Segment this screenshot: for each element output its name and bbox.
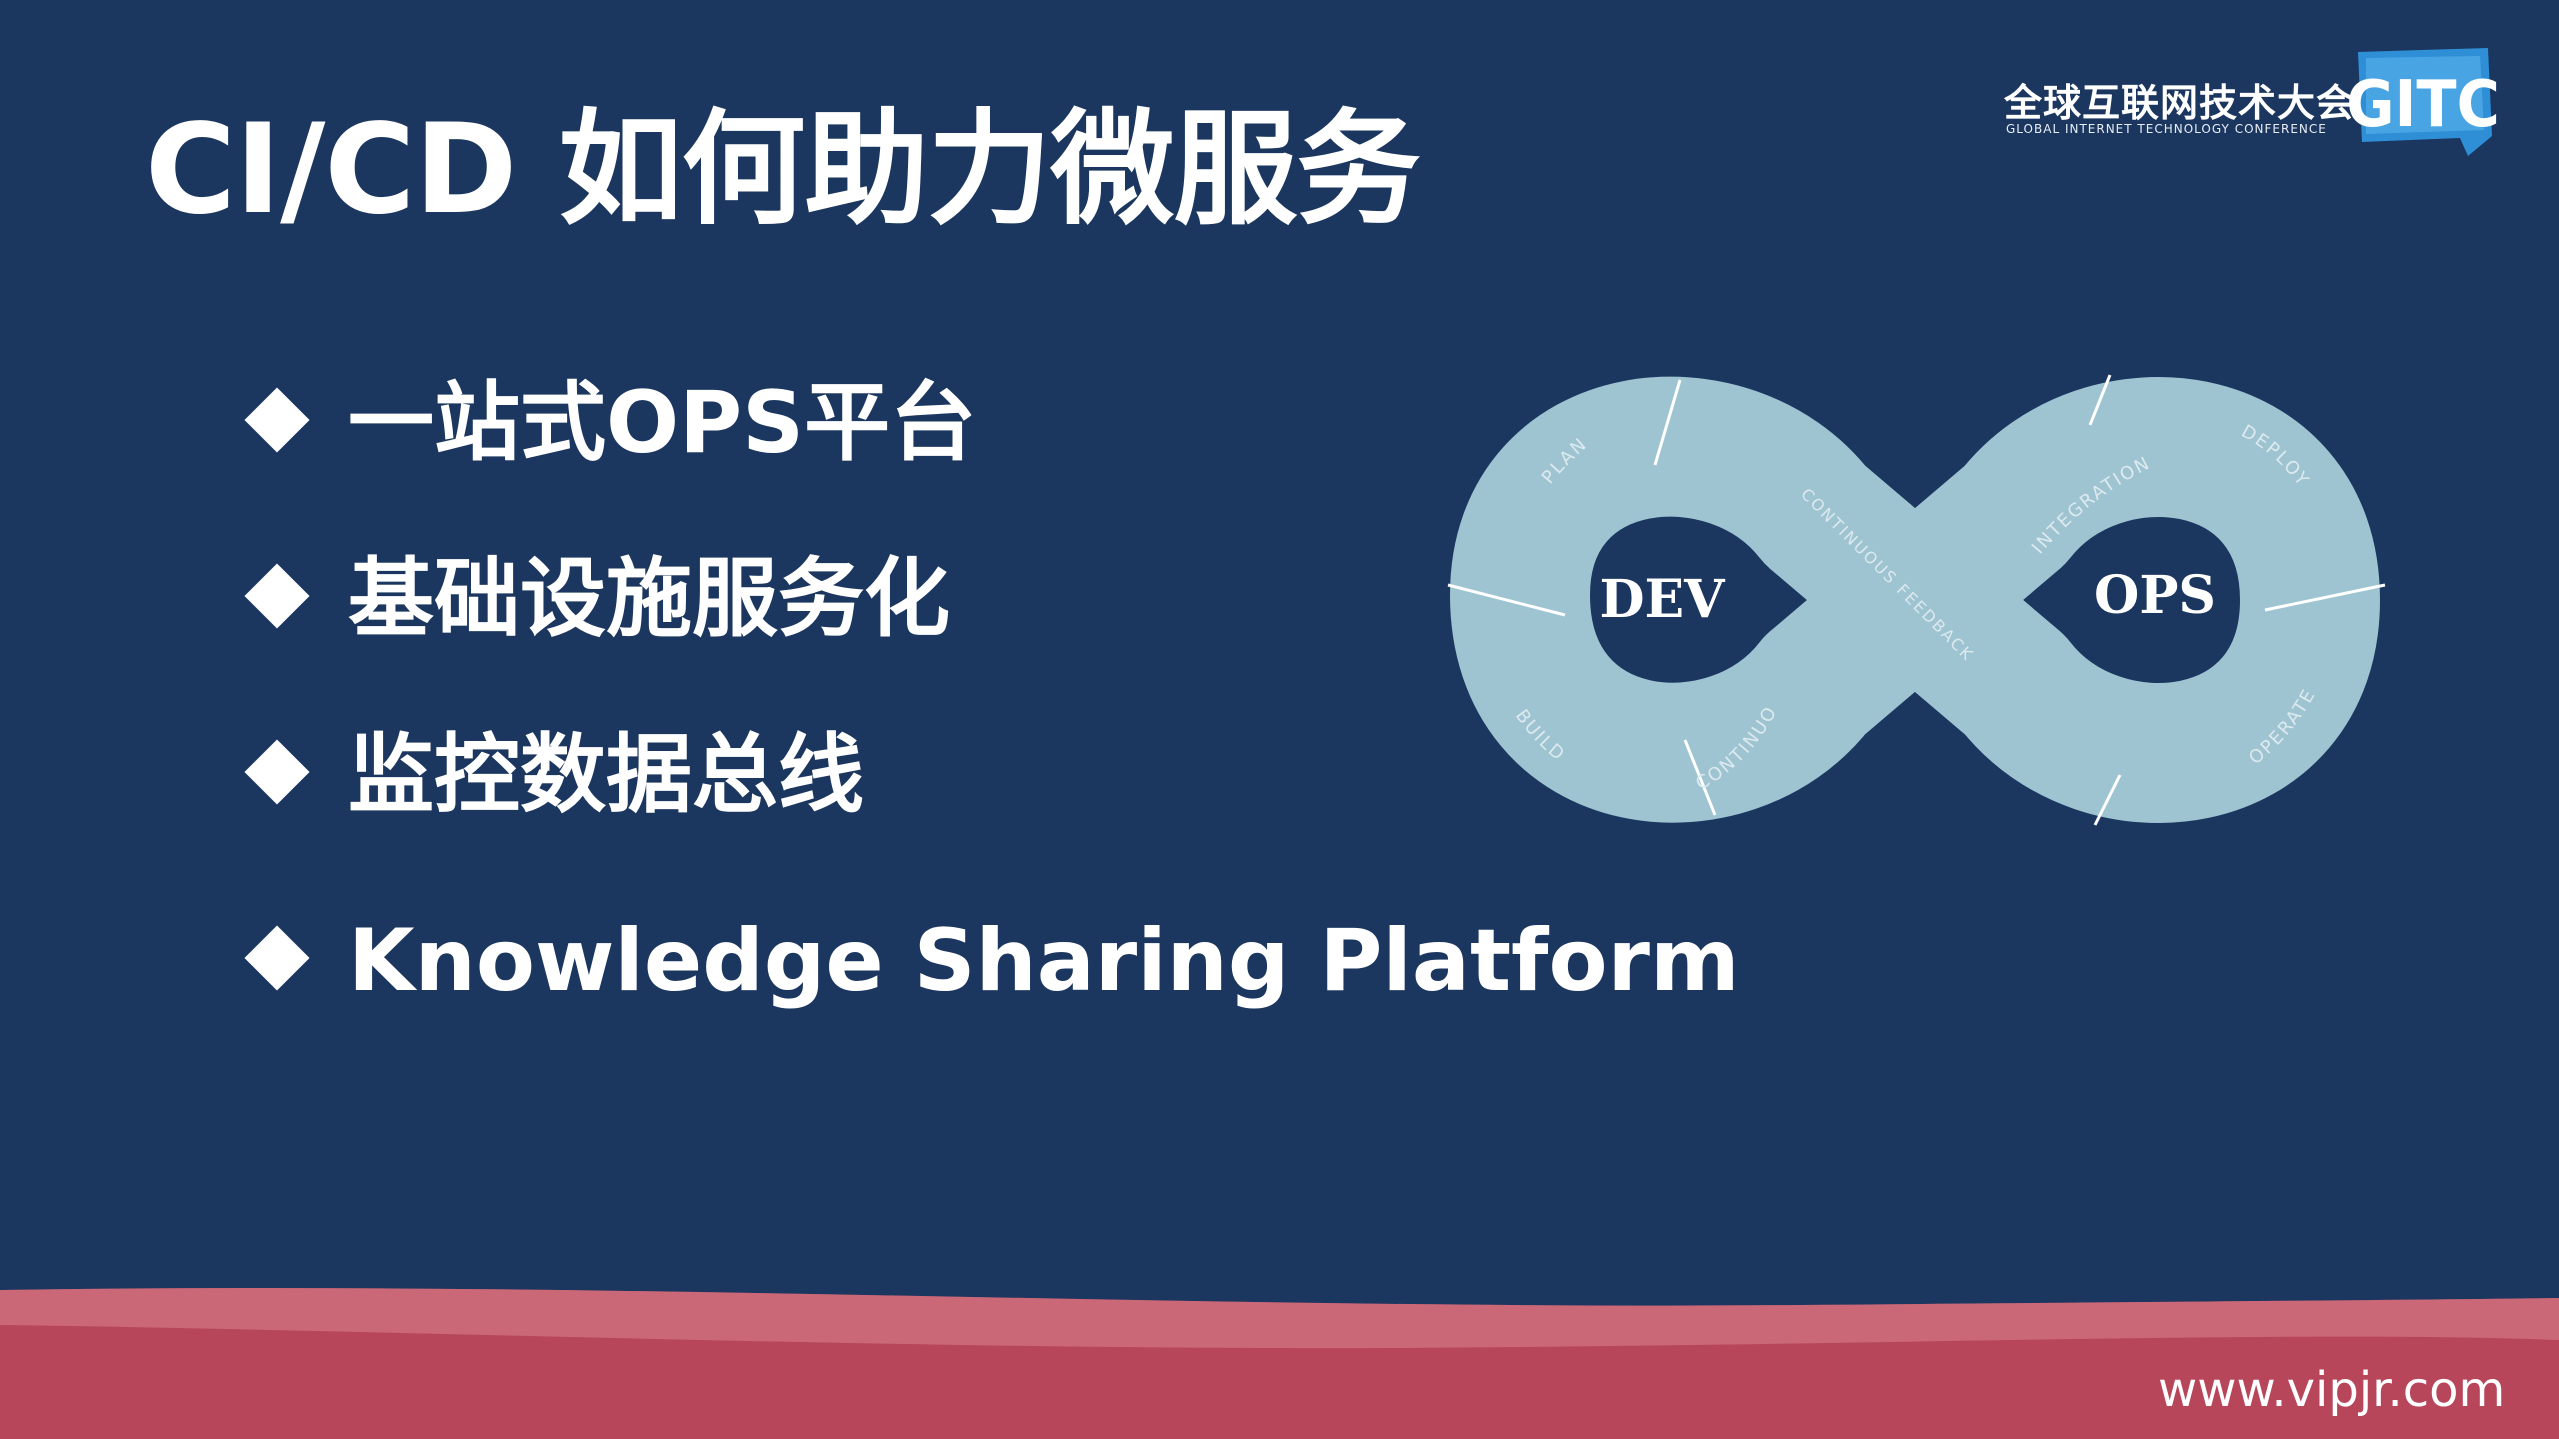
diamond-bullet-icon: [244, 563, 310, 629]
dev-label: DEV: [1599, 569, 1726, 630]
diamond-bullet-icon: [244, 387, 310, 453]
badge-text: GITC: [2348, 67, 2498, 142]
logo-english-text: GLOBAL INTERNET TECHNOLOGY CONFERENCE: [2006, 122, 2327, 136]
continuous-feedback-band: [1769, 461, 2061, 739]
bullet-text: Knowledge Sharing Platform: [348, 911, 1740, 1011]
diamond-bullet-icon: [244, 739, 310, 805]
diamond-bullet-icon: [244, 925, 310, 991]
gitc-logo: 全球互联网技术大会 GLOBAL INTERNET TECHNOLOGY CON…: [2000, 46, 2510, 166]
devops-infinity-diagram: PLAN BUILD CONTINUOUS INTEGRATION DEPLOY…: [1400, 345, 2386, 826]
bullet-text: 基础设施服务化: [348, 549, 950, 649]
bullet-text: 监控数据总线: [348, 725, 864, 825]
gitc-badge-icon: GITC: [2348, 48, 2498, 156]
footer-url: www.vipjr.com: [2158, 1362, 2506, 1418]
segment-dividers: [1447, 374, 2386, 826]
footer-wave: [0, 1287, 2559, 1439]
slide-title: CI/CD 如何助力微服务: [145, 98, 1421, 242]
ops-label: OPS: [2094, 565, 2216, 626]
logo-chinese-text: 全球互联网技术大会: [2004, 81, 2356, 125]
bullet-text: 一站式OPS平台: [348, 373, 977, 473]
